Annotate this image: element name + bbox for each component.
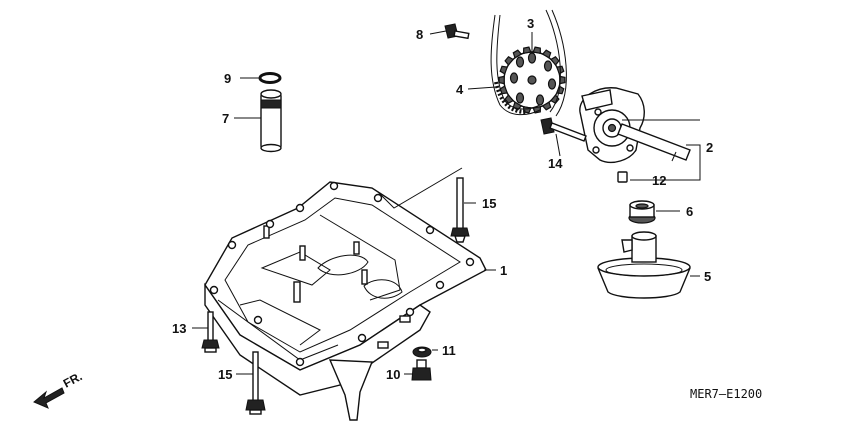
front-label: FR. <box>61 369 85 390</box>
drive-chain-4 <box>490 9 567 117</box>
front-direction-indicator: FR. <box>33 369 85 409</box>
bolt-14 <box>540 117 587 142</box>
bolt-15-upper <box>450 177 470 243</box>
callout-3: 3 <box>527 16 534 31</box>
callout-12: 12 <box>652 173 666 188</box>
o-ring-9 <box>258 72 282 84</box>
callouts: 1 2 3 4 5 6 7 8 9 10 11 12 13 14 15 15 <box>172 16 713 382</box>
bolt-8 <box>444 23 470 40</box>
sprocket-tooth <box>512 49 523 59</box>
callout-13: 13 <box>172 321 186 336</box>
callout-5: 5 <box>704 269 711 284</box>
sprocket-tooth <box>504 56 515 66</box>
callout-2: 2 <box>706 140 713 155</box>
pipe-7 <box>260 89 282 153</box>
oil-strainer-5 <box>597 231 691 299</box>
callout-7: 7 <box>222 111 229 126</box>
washer-11 <box>412 346 432 358</box>
bolt-13 <box>201 311 220 353</box>
callout-6: 6 <box>686 204 693 219</box>
sprocket-tooth <box>541 49 552 59</box>
oil-pan <box>204 181 487 421</box>
sprocket-tooth <box>541 101 552 111</box>
callout-14: 14 <box>548 156 563 171</box>
sprocket-tooth <box>498 75 505 85</box>
bolt-15-lower <box>245 351 266 415</box>
sprocket-tooth <box>522 46 532 55</box>
seal-6 <box>628 200 656 224</box>
sprocket-tooth <box>549 56 560 66</box>
drain-bolt-10 <box>411 359 432 381</box>
diagram-code: MER7–E1200 <box>690 387 762 401</box>
callout-15-upper: 15 <box>482 196 496 211</box>
callout-15-lower: 15 <box>218 367 232 382</box>
sprocket-tooth <box>499 65 509 75</box>
callout-8: 8 <box>416 27 423 42</box>
sprocket-tooth <box>504 94 515 104</box>
arrow-left-icon <box>33 387 65 409</box>
oil-pump-2 <box>579 87 691 164</box>
sprocket-tooth <box>532 105 542 114</box>
callout-10: 10 <box>386 367 400 382</box>
callout-1: 1 <box>500 263 507 278</box>
callout-4: 4 <box>456 82 464 97</box>
callout-9: 9 <box>224 71 231 86</box>
leader-lines <box>192 30 701 375</box>
dowel-pin-12 <box>617 171 628 183</box>
callout-11: 11 <box>442 343 456 358</box>
sprocket-tooth <box>532 46 542 55</box>
